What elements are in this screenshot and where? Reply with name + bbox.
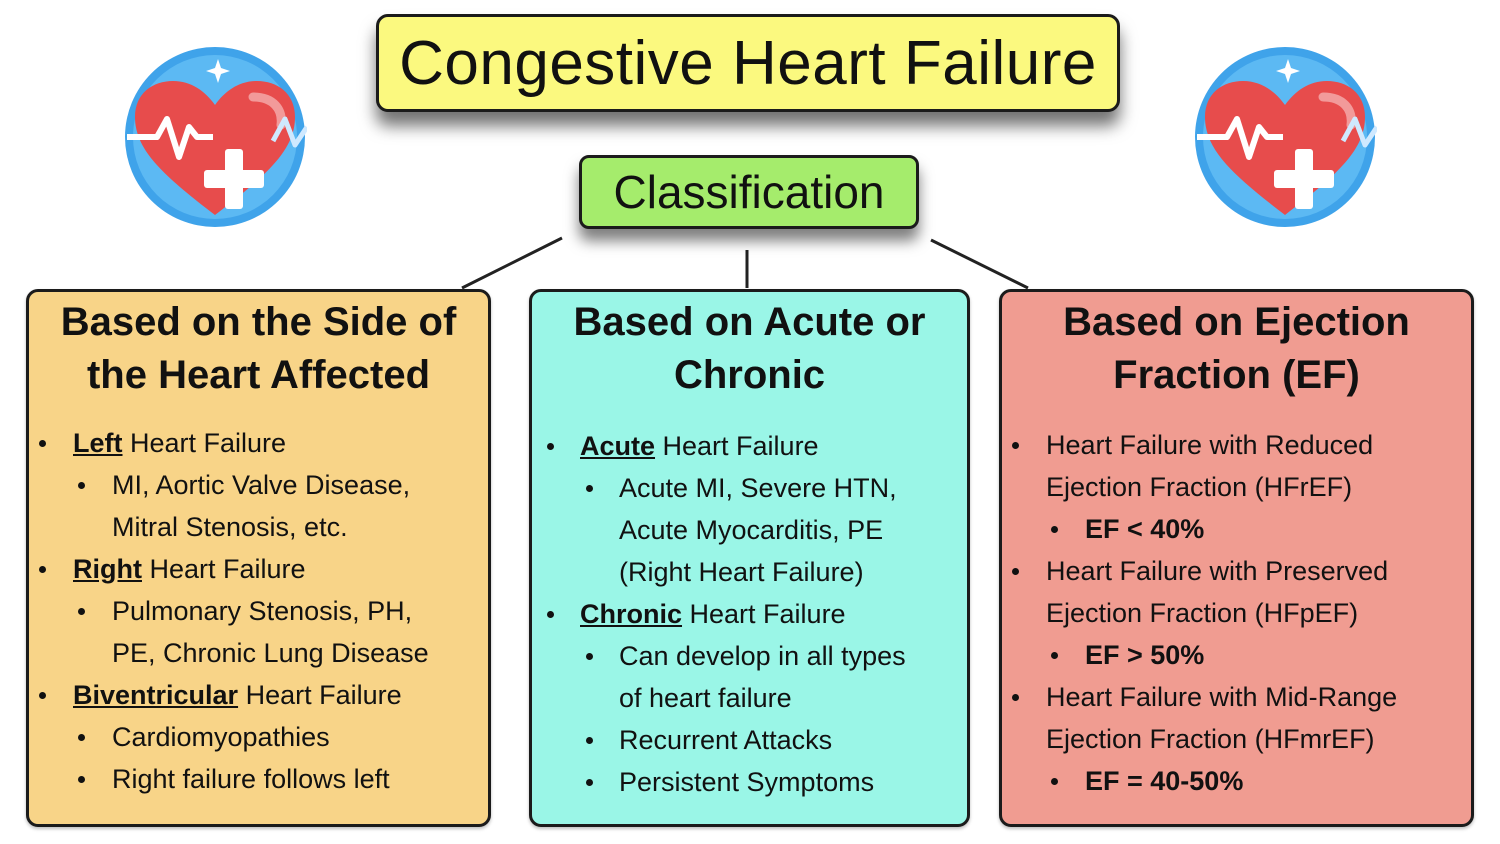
hfref-line1: Heart Failure with Reduced bbox=[1046, 430, 1374, 460]
biv-hf-label: Biventricular bbox=[73, 680, 239, 710]
chronic-hf-label: Chronic bbox=[580, 599, 683, 629]
bullet-icon bbox=[39, 566, 46, 573]
acute-title-line2: Chronic bbox=[673, 353, 826, 397]
connector-left bbox=[461, 236, 563, 290]
bullet-icon bbox=[1012, 568, 1019, 575]
side-list: Left Heart Failure MI, Aortic Valve Dise… bbox=[29, 422, 488, 800]
ejection-fraction-card: Based on Ejection Fraction (EF) Heart Fa… bbox=[999, 289, 1474, 827]
acute-hf-rest: Heart Failure bbox=[655, 431, 819, 461]
list-item: Pulmonary Stenosis, PH, PE, Chronic Lung … bbox=[29, 590, 488, 674]
acute-card-title: Based on Acute or Chronic bbox=[532, 296, 967, 402]
right-sub-line1: Pulmonary Stenosis, PH, bbox=[112, 596, 413, 626]
bullet-icon bbox=[547, 611, 554, 618]
bullet-icon bbox=[586, 779, 593, 786]
bullet-icon bbox=[586, 737, 593, 744]
left-sub-line2: Mitral Stenosis, etc. bbox=[112, 512, 348, 542]
main-title: Congestive Heart Failure bbox=[376, 14, 1120, 112]
list-item: EF = 40-50% bbox=[1002, 760, 1471, 802]
connector-right bbox=[930, 238, 1029, 290]
chronic-sub2: Recurrent Attacks bbox=[619, 725, 833, 755]
list-item: Left Heart Failure bbox=[29, 422, 488, 464]
hfpef-line1: Heart Failure with Preserved bbox=[1046, 556, 1389, 586]
side-card-title: Based on the Side of the Heart Affected bbox=[29, 296, 488, 402]
classification-node: Classification bbox=[579, 155, 919, 229]
list-item: Right failure follows left bbox=[29, 758, 488, 800]
hfref-line2: Ejection Fraction (HFrEF) bbox=[1046, 472, 1353, 502]
ef-title-line2: Fraction (EF) bbox=[1113, 353, 1360, 397]
right-hf-label: Right bbox=[73, 554, 142, 584]
list-item: MI, Aortic Valve Disease, Mitral Stenosis… bbox=[29, 464, 488, 548]
bullet-icon bbox=[586, 653, 593, 660]
acute-chronic-card: Based on Acute or Chronic Acute Heart Fa… bbox=[529, 289, 970, 827]
bullet-icon bbox=[78, 734, 85, 741]
list-item: Recurrent Attacks bbox=[532, 719, 967, 761]
hfmref-ef-value: EF = 40-50% bbox=[1085, 766, 1244, 796]
list-item: EF < 40% bbox=[1002, 508, 1471, 550]
acute-hf-label: Acute bbox=[580, 431, 656, 461]
hfpef-line2: Ejection Fraction (HFpEF) bbox=[1046, 598, 1359, 628]
hfpef-ef-value: EF > 50% bbox=[1085, 640, 1205, 670]
ef-card-title: Based on Ejection Fraction (EF) bbox=[1002, 296, 1471, 402]
biv-sub2: Right failure follows left bbox=[112, 764, 390, 794]
acute-sub-line1: Acute MI, Severe HTN, bbox=[619, 473, 897, 503]
biv-hf-rest: Heart Failure bbox=[238, 680, 402, 710]
bullet-icon bbox=[1051, 778, 1058, 785]
bullet-icon bbox=[78, 608, 85, 615]
bullet-icon bbox=[1051, 526, 1058, 533]
chronic-sub3: Persistent Symptoms bbox=[619, 767, 875, 797]
list-item: Right Heart Failure bbox=[29, 548, 488, 590]
list-item: EF > 50% bbox=[1002, 634, 1471, 676]
bullet-icon bbox=[78, 776, 85, 783]
list-item: Persistent Symptoms bbox=[532, 761, 967, 803]
list-item: Acute MI, Severe HTN, Acute Myocarditis, … bbox=[532, 467, 967, 593]
bullet-icon bbox=[1051, 652, 1058, 659]
left-sub-line1: MI, Aortic Valve Disease, bbox=[112, 470, 411, 500]
list-item: Biventricular Heart Failure bbox=[29, 674, 488, 716]
left-hf-label: Left bbox=[73, 428, 123, 458]
heart-medical-icon bbox=[125, 47, 307, 227]
bullet-icon bbox=[586, 485, 593, 492]
list-item: Chronic Heart Failure bbox=[532, 593, 967, 635]
bullet-icon bbox=[1012, 694, 1019, 701]
bullet-icon bbox=[547, 443, 554, 450]
chronic-sub-line1: Can develop in all types bbox=[619, 641, 906, 671]
ef-title-line1: Based on Ejection bbox=[1063, 300, 1410, 344]
hfref-ef-value: EF < 40% bbox=[1085, 514, 1205, 544]
left-hf-rest: Heart Failure bbox=[122, 428, 287, 458]
hfmref-line1: Heart Failure with Mid-Range bbox=[1046, 682, 1398, 712]
heart-medical-icon bbox=[1195, 47, 1377, 227]
acute-title-line1: Based on Acute or bbox=[573, 300, 926, 344]
bullet-icon bbox=[39, 692, 46, 699]
side-of-heart-card: Based on the Side of the Heart Affected … bbox=[26, 289, 491, 827]
list-item: Cardiomyopathies bbox=[29, 716, 488, 758]
chronic-sub-line2: of heart failure bbox=[619, 683, 792, 713]
acute-sub-line2: Acute Myocarditis, PE bbox=[619, 515, 884, 545]
right-sub-line2: PE, Chronic Lung Disease bbox=[112, 638, 429, 668]
bullet-icon bbox=[1012, 442, 1019, 449]
bullet-icon bbox=[78, 482, 85, 489]
list-item: Can develop in all types of heart failure bbox=[532, 635, 967, 719]
acute-sub-line3: (Right Heart Failure) bbox=[619, 557, 864, 587]
side-title-line2: the Heart Affected bbox=[86, 353, 431, 397]
acute-list: Acute Heart Failure Acute MI, Severe HTN… bbox=[532, 425, 967, 803]
right-hf-rest: Heart Failure bbox=[141, 554, 306, 584]
list-item: Acute Heart Failure bbox=[532, 425, 967, 467]
bullet-icon bbox=[39, 440, 46, 447]
side-title-line1: Based on the Side of bbox=[60, 300, 457, 344]
chronic-hf-rest: Heart Failure bbox=[682, 599, 846, 629]
hfmref-line2: Ejection Fraction (HFmrEF) bbox=[1046, 724, 1375, 754]
biv-sub1: Cardiomyopathies bbox=[112, 722, 330, 752]
